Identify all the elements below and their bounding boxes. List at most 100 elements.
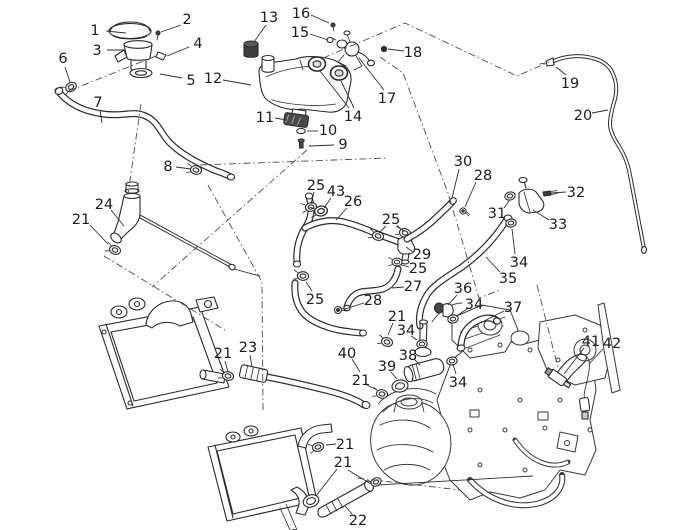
leader-line-14	[340, 80, 355, 109]
part-label-20: 20	[574, 108, 592, 124]
construction-line	[379, 56, 501, 299]
leader-line-28	[464, 181, 477, 208]
part-label-25: 25	[382, 212, 400, 228]
filler-cap-assembly-drawing	[54, 21, 236, 181]
part-label-25: 25	[306, 292, 324, 308]
part-label-18: 18	[404, 45, 422, 61]
union-38-drawing	[217, 319, 445, 410]
leader-line-6	[64, 66, 71, 83]
part-label-40: 40	[338, 346, 356, 362]
leader-line-21	[387, 322, 394, 336]
part-label-16: 16	[292, 6, 310, 22]
leader-line-2	[160, 24, 182, 33]
part-label-15: 15	[291, 25, 309, 41]
part-label-8: 8	[163, 159, 172, 175]
elbow-24-drawing	[104, 181, 236, 271]
leader-line-32	[550, 191, 567, 194]
part-label-28: 28	[474, 168, 492, 184]
leader-line-16	[310, 14, 330, 24]
construction-line	[356, 477, 461, 491]
leader-line-23	[249, 354, 253, 368]
leader-line-35	[485, 256, 501, 273]
leader-line-42	[588, 348, 604, 365]
part-label-10: 10	[319, 123, 337, 139]
part-label-21: 21	[214, 346, 232, 362]
part-label-3: 3	[92, 43, 101, 59]
part-label-1: 1	[90, 23, 99, 39]
leader-line-31	[503, 200, 510, 209]
leader-line-9	[308, 144, 335, 147]
leader-line-5	[159, 73, 183, 79]
part-label-43: 43	[327, 184, 345, 200]
part-label-29: 29	[413, 247, 431, 263]
leader-line-34	[457, 308, 468, 316]
part-label-35: 35	[499, 271, 517, 287]
clamp-21	[376, 334, 395, 349]
aux-line	[233, 268, 261, 277]
part-label-21: 21	[388, 309, 406, 325]
radiator-left-drawing	[98, 296, 230, 410]
part-label-34: 34	[510, 255, 528, 271]
leader-line-21	[224, 360, 229, 373]
part-label-4: 4	[193, 36, 202, 52]
leader-line-15	[309, 33, 329, 41]
part-label-26: 26	[344, 194, 362, 210]
leader-line-30	[451, 168, 460, 199]
part-label-34: 34	[449, 375, 467, 391]
washer-31	[503, 190, 517, 202]
radiator-bottom-drawing	[207, 423, 333, 530]
aux-lines-layer	[233, 268, 534, 486]
part-label-34: 34	[397, 323, 415, 339]
construction-line	[127, 103, 142, 195]
leader-line-36	[447, 294, 458, 306]
part-label-11: 11	[256, 110, 274, 126]
leader-line-24	[110, 209, 125, 227]
part-label-21: 21	[72, 212, 90, 228]
construction-line	[151, 149, 308, 288]
leader-line-38	[413, 358, 421, 366]
part-label-34: 34	[465, 297, 483, 313]
gasket-39	[390, 378, 410, 394]
leader-line-37	[483, 310, 505, 322]
part-label-28: 28	[364, 293, 382, 309]
coupler-23	[238, 364, 269, 383]
leader-lines-layer	[64, 14, 609, 515]
leader-line-14	[319, 70, 350, 109]
leader-line-1	[105, 30, 127, 34]
part-label-5: 5	[186, 73, 195, 89]
leader-line-12	[222, 79, 252, 86]
engine-bolts	[467, 327, 593, 473]
leader-line-39	[390, 371, 398, 380]
part-label-25: 25	[409, 261, 427, 277]
part-label-23: 23	[239, 340, 257, 356]
clamp-21	[307, 440, 326, 455]
leader-line-26	[335, 207, 348, 221]
leader-line-25	[395, 225, 405, 232]
part-label-38: 38	[399, 348, 417, 364]
leader-line-8	[175, 166, 192, 170]
leader-line-4	[166, 46, 190, 57]
part-label-6: 6	[58, 51, 67, 67]
leader-line-11	[274, 117, 288, 121]
leader-line-7	[99, 109, 103, 124]
part-label-7: 7	[93, 95, 102, 111]
leader-line-13	[253, 24, 267, 43]
part-label-39: 39	[378, 359, 396, 375]
leader-line-27	[391, 286, 405, 289]
part-label-42: 42	[603, 336, 621, 352]
leader-line-22	[344, 505, 353, 515]
leader-line-25	[305, 281, 313, 292]
part-label-27: 27	[404, 279, 422, 295]
part-label-31: 31	[488, 206, 506, 222]
leader-line-25	[378, 225, 387, 234]
part-label-21: 21	[334, 455, 352, 471]
elbow-36-drawing	[433, 302, 502, 367]
bleed-tube-drawing	[539, 54, 648, 255]
part-label-14: 14	[344, 109, 362, 125]
leader-line-21	[366, 384, 378, 391]
part-label-9: 9	[338, 137, 347, 153]
leader-line-34	[410, 335, 418, 341]
clamp-25	[388, 257, 403, 267]
construction-lines-layer	[65, 22, 559, 491]
banjo-fitting-28	[458, 206, 472, 217]
